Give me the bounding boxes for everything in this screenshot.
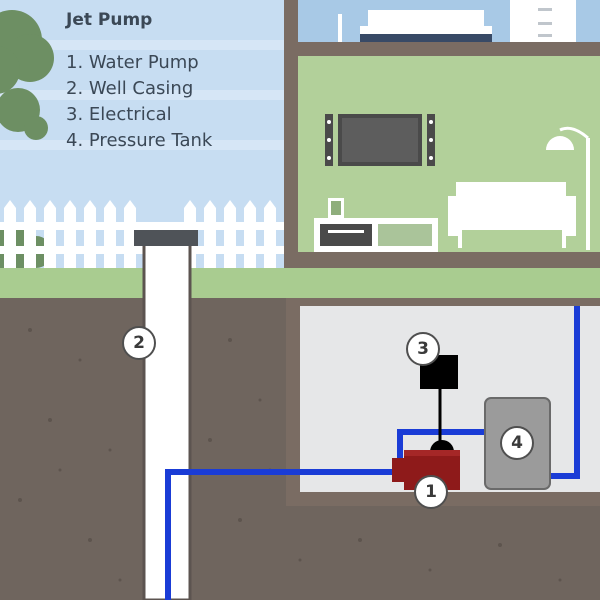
legend: Jet Pump 1. Water Pump 2. Well Casing 3.… (66, 10, 212, 154)
water-line (165, 306, 580, 600)
well-cap (134, 230, 198, 246)
tv-console (314, 218, 438, 252)
legend-item-well-casing: 2. Well Casing (66, 78, 194, 99)
callout-pressure-tank: 4 (500, 426, 534, 460)
sky-stripes (0, 40, 290, 150)
bedside-lamp (338, 14, 342, 42)
picture-frame (328, 198, 344, 218)
legend-item-electrical: 3. Electrical (66, 104, 172, 125)
grass (0, 268, 600, 298)
sofa (448, 182, 576, 248)
legend-item-water-pump: 1. Water Pump (66, 52, 199, 73)
speaker-right (427, 114, 435, 166)
callout-water-pump: 1 (414, 475, 448, 509)
dresser (510, 0, 576, 42)
speaker-left (325, 114, 333, 166)
callout-electrical: 3 (406, 332, 440, 366)
tv (338, 114, 422, 166)
floor-lamp (546, 126, 590, 250)
callout-well-casing: 2 (122, 326, 156, 360)
legend-item-pressure-tank: 4. Pressure Tank (66, 130, 213, 151)
pump-motor-cap (430, 440, 454, 452)
bed (360, 10, 492, 42)
legend-title: Jet Pump (66, 10, 153, 30)
soil-speckles (18, 328, 562, 582)
legend-list: 1. Water Pump 2. Well Casing 3. Electric… (66, 50, 212, 154)
